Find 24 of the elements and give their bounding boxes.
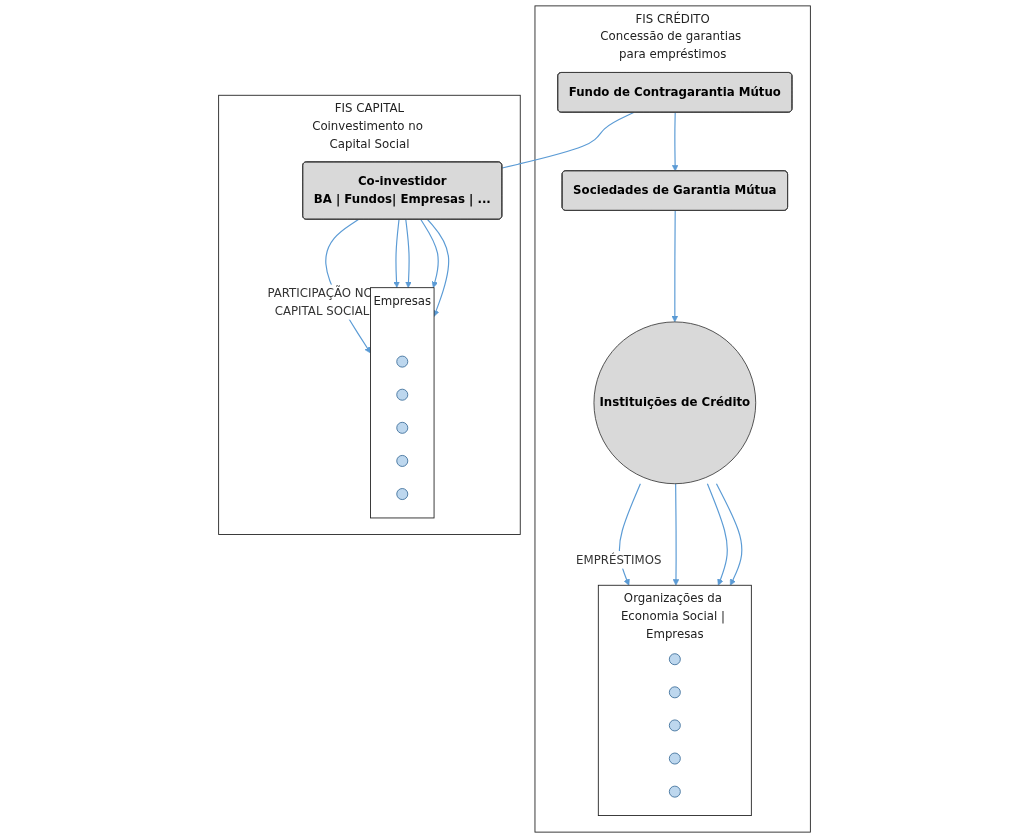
connector [501, 111, 635, 169]
node-circle [668, 653, 681, 666]
node-circle [668, 686, 681, 699]
arrow [672, 483, 680, 586]
node-circle [668, 719, 681, 732]
arrow [706, 483, 728, 586]
cluster: Organizações da Economia Social | Empresas [597, 584, 752, 816]
node-circle [396, 355, 409, 368]
arrow [426, 218, 450, 317]
arrow [405, 218, 412, 288]
arrow [420, 218, 439, 288]
arrow [715, 483, 743, 586]
cluster: Empresas [370, 287, 435, 519]
node-circle [396, 388, 409, 401]
arrow [393, 218, 400, 288]
node-circle [396, 455, 409, 467]
node-circle [668, 785, 681, 798]
arrow [671, 111, 679, 172]
node-circle [396, 421, 409, 434]
node-circle [396, 488, 409, 500]
node-circle [668, 752, 681, 765]
arrow [671, 210, 679, 323]
edge-label: EMPRÉSTIMOS [576, 552, 662, 567]
node-circle: Instituições de Crédito [593, 321, 757, 485]
